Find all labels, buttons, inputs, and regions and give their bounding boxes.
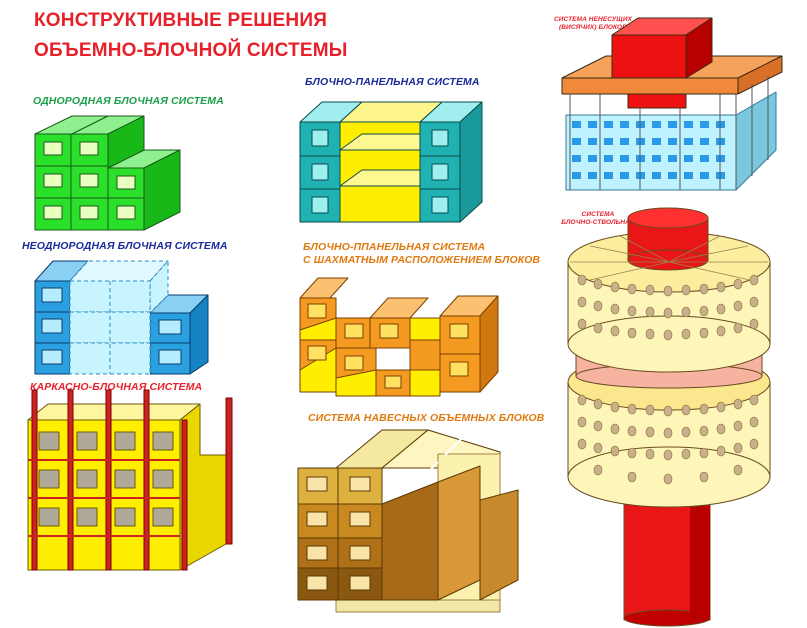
heterogeneous-block-building [34, 260, 209, 375]
block-stem-building [567, 207, 771, 627]
label-non-bearing: СИСТЕМА НЕНЕСУЩИХ (ВИСЯЧИХ) БЛОКОВ [548, 16, 638, 32]
non-bearing-blocks-building [561, 17, 783, 191]
block-panel-building [299, 101, 483, 223]
label-block-panel: БЛОЧНО-ПАНЕЛЬНАЯ СИСТЕМА [305, 76, 480, 88]
label-non-bearing-2: (ВИСЯЧИХ) БЛОКОВ [558, 24, 627, 31]
label-block-stem-1: СИСТЕМА [581, 211, 615, 218]
label-non-bearing-1: СИСТЕМА НЕНЕСУЩИХ [553, 16, 633, 23]
chess-block-panel-building [299, 277, 499, 397]
label-homogeneous: ОДНОРОДНАЯ БЛОЧНАЯ СИСТЕМА [33, 95, 224, 107]
label-heterogeneous: НЕОДНОРОДНАЯ БЛОЧНАЯ СИСТЕМА [22, 240, 228, 252]
label-hanging: СИСТЕМА НАВЕСНЫХ ОБЪЕМНЫХ БЛОКОВ [308, 412, 545, 424]
label-block-panel-chess-1: БЛОЧНО-ППАНЕЛЬНАЯ СИСТЕМА [303, 241, 486, 253]
page-title-line1: КОНСТРУКТИВНЫЕ РЕШЕНИЯ [34, 10, 328, 31]
hanging-blocks-building [297, 429, 519, 613]
homogeneous-block-building [34, 115, 181, 231]
label-block-stem-2: БЛОЧНО-СТВОЛЬНАЯ [561, 219, 635, 226]
page-title-line2: ОБЪЕМНО-БЛОЧНОЙ СИСТЕМЫ [34, 40, 348, 61]
label-block-stem: СИСТЕМА БЛОЧНО-СТВОЛЬНАЯ [548, 211, 648, 227]
frame-block-building [27, 389, 233, 571]
label-block-panel-chess-2: С ШАХМАТНЫМ РАСПОЛОЖЕНИЕМ БЛОКОВ [303, 254, 541, 266]
